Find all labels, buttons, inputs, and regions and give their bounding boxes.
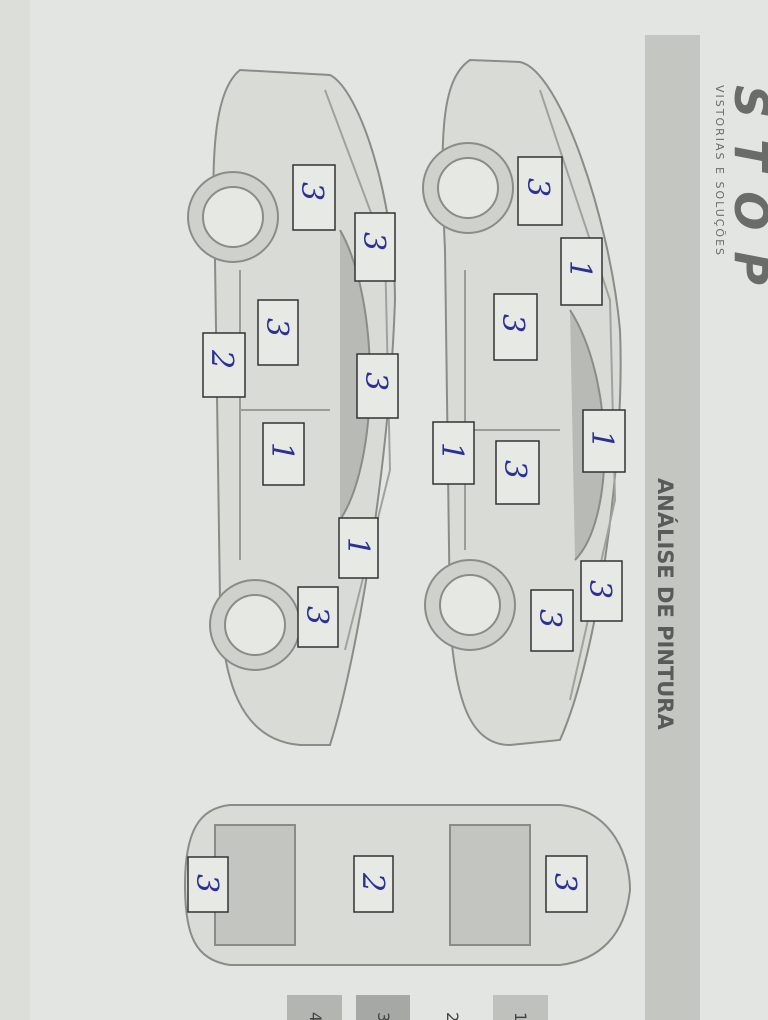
mark-box: 1 [432, 421, 475, 485]
svg-text:2: 2 [204, 349, 239, 369]
mark-box: 3 [356, 353, 399, 419]
svg-text:1: 1 [562, 260, 597, 279]
mark-box: 1 [338, 517, 379, 579]
mark-box: 3 [354, 212, 396, 282]
left-car-marks: 3 3 3 2 3 1 1 3 [202, 164, 399, 648]
mark-box: 3 [187, 856, 229, 913]
mark-box: 3 [493, 293, 538, 361]
mark-box: 3 [297, 586, 339, 648]
legend: 4 3 2 1 [287, 995, 548, 1020]
svg-text:3: 3 [189, 874, 224, 893]
svg-text:3: 3 [294, 182, 329, 201]
svg-text:3: 3 [299, 606, 334, 625]
svg-text:3: 3 [356, 232, 391, 251]
car-side-view-right [422, 58, 622, 747]
mark-box: 1 [582, 409, 626, 473]
header-band [645, 35, 700, 1020]
car-top-view [183, 804, 632, 966]
legend-3: 3 [374, 1012, 393, 1020]
mark-box: 3 [580, 560, 623, 622]
mark-box: 3 [517, 156, 563, 226]
svg-text:3: 3 [532, 609, 567, 628]
section-title: ANÁLISE DE PINTURA [653, 478, 678, 730]
mark-box: 3 [257, 299, 299, 366]
svg-text:1: 1 [434, 442, 469, 461]
mark-box: 3 [530, 589, 574, 652]
svg-text:1: 1 [340, 537, 375, 556]
svg-text:3: 3 [358, 372, 393, 391]
mark-box: 3 [292, 164, 336, 231]
svg-text:3: 3 [547, 873, 582, 892]
svg-text:3: 3 [259, 318, 294, 337]
legend-4: 4 [306, 1012, 325, 1020]
svg-text:VISTORIAS E SOLUÇÕES: VISTORIAS E SOLUÇÕES [713, 85, 726, 257]
svg-text:1: 1 [264, 442, 299, 461]
mark-box: 1 [560, 237, 603, 306]
svg-text:2: 2 [355, 872, 390, 892]
legend-1: 1 [511, 1012, 530, 1020]
svg-text:3: 3 [497, 460, 532, 479]
mark-box: 3 [545, 855, 588, 913]
svg-text:ANÁLISE DE PINTURA: ANÁLISE DE PINTURA [653, 478, 678, 730]
right-car-marks: 3 1 3 1 1 3 3 3 [432, 156, 626, 652]
mark-box: 1 [262, 422, 305, 486]
legend-2: 2 [443, 1012, 462, 1020]
mark-box: 2 [202, 332, 246, 398]
svg-text:3: 3 [520, 178, 555, 197]
mark-box: 2 [353, 855, 394, 913]
svg-text:3: 3 [495, 314, 530, 333]
svg-text:1: 1 [584, 430, 619, 449]
top-view-marks: 3 2 3 [187, 855, 588, 913]
mark-box: 3 [495, 440, 540, 505]
svg-text:3: 3 [582, 580, 617, 599]
